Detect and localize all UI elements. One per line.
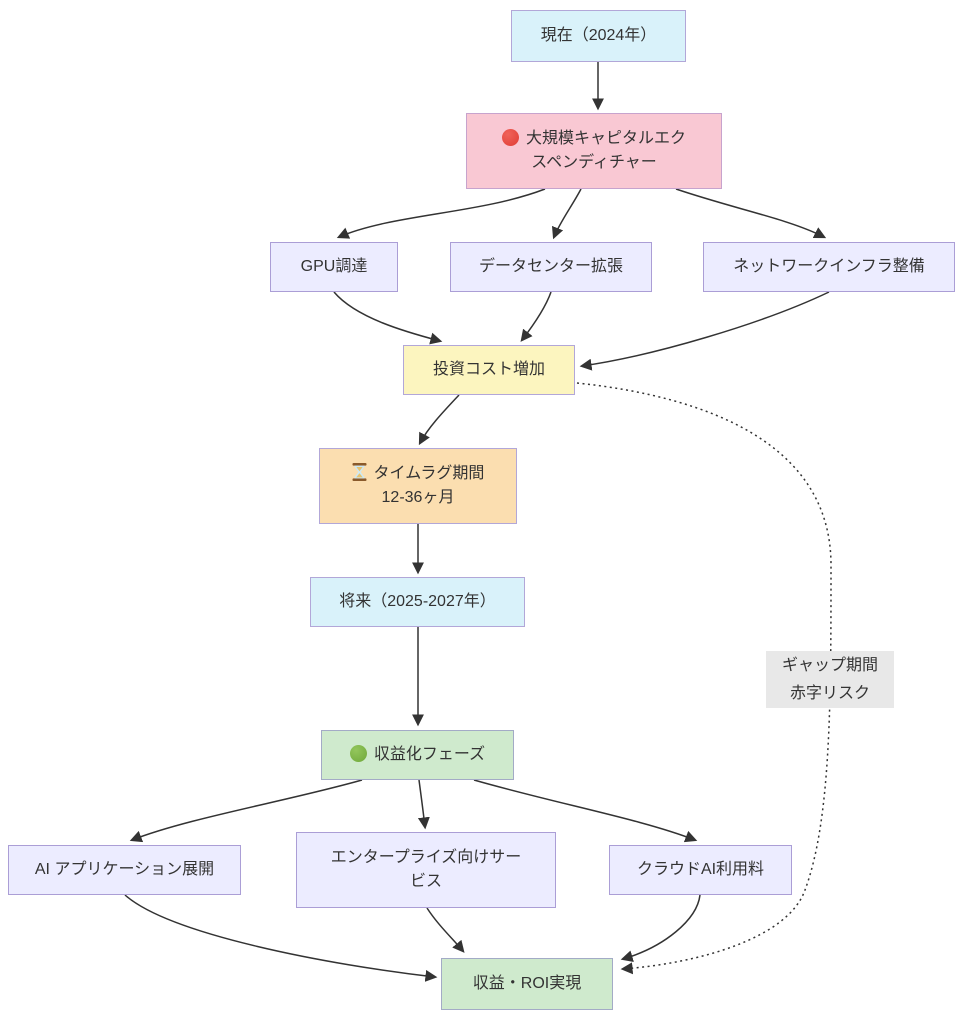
node-future-2025-2027: 将来（2025-2027年） — [310, 577, 525, 627]
node-label: 収益化フェーズ — [373, 746, 486, 763]
node-label: 現在（2024年） — [540, 27, 657, 44]
edge-capex-gpu — [336, 188, 546, 239]
hourglass-icon — [352, 463, 367, 481]
node-content: 収益化フェーズ — [349, 743, 486, 767]
edge-enterprise-roi — [426, 907, 465, 953]
node-enterprise-services: エンタープライズ向けサービス — [296, 832, 556, 908]
node-content: GPU調達 — [301, 255, 368, 279]
node-content: クラウドAI利用料 — [637, 858, 764, 882]
node-ai-applications: AI アプリケーション展開 — [8, 845, 241, 895]
node-content: タイムラグ期間 12-36ヶ月 — [352, 462, 485, 510]
edge-investment-timelag — [418, 394, 460, 446]
node-label: 大規模キャピタルエクスペンディチャー — [525, 130, 686, 171]
node-current-2024: 現在（2024年） — [511, 10, 686, 62]
node-label: 収益・ROI実現 — [472, 975, 582, 992]
red-circle-icon — [501, 129, 519, 146]
edge-datacenter-investment — [520, 291, 552, 342]
edge-monetization-aiapps — [129, 779, 363, 843]
node-roi-realization: 収益・ROI実現 — [441, 958, 613, 1010]
edge-label-gap-risk: ギャップ期間 赤字リスク — [766, 651, 894, 708]
node-content: 収益・ROI実現 — [473, 972, 581, 996]
node-investment-cost: 投資コスト増加 — [403, 345, 575, 395]
node-content: 大規模キャピタルエクスペンディチャー — [499, 127, 689, 175]
node-content: 投資コスト増加 — [433, 358, 545, 382]
node-label: ネットワークインフラ整備 — [733, 258, 925, 275]
node-content: AI アプリケーション展開 — [35, 858, 214, 882]
node-content: 将来（2025-2027年） — [339, 590, 496, 614]
node-cloud-ai-fees: クラウドAI利用料 — [609, 845, 792, 895]
node-content: データセンター拡張 — [479, 255, 623, 279]
edge-cloud-roi — [620, 894, 701, 963]
node-label: エンタープライズ向けサービス — [330, 849, 522, 890]
node-timelag: タイムラグ期間 12-36ヶ月 — [319, 448, 517, 524]
edge-aiapps-roi — [124, 894, 438, 982]
edge-capex-network — [675, 188, 827, 239]
node-content: ネットワークインフラ整備 — [733, 255, 925, 279]
node-label: クラウドAI利用料 — [636, 861, 765, 878]
node-label: AI アプリケーション展開 — [34, 861, 215, 878]
edge-capex-datacenter — [551, 188, 582, 240]
node-label: 将来（2025-2027年） — [339, 593, 496, 610]
green-circle-icon — [349, 745, 367, 762]
node-content: 現在（2024年） — [541, 24, 657, 48]
edge-network-investment — [579, 291, 830, 371]
node-monetization-phase: 収益化フェーズ — [321, 730, 514, 780]
edge-monetization-cloud — [473, 779, 698, 843]
node-label: GPU調達 — [300, 258, 368, 275]
node-gpu-procurement: GPU調達 — [270, 242, 398, 292]
node-label: タイムラグ期間 12-36ヶ月 — [373, 465, 485, 506]
node-network-infra: ネットワークインフラ整備 — [703, 242, 955, 292]
node-label: データセンター拡張 — [478, 258, 623, 275]
node-content: エンタープライズ向けサービス — [327, 846, 525, 894]
node-datacenter-expansion: データセンター拡張 — [450, 242, 652, 292]
edge-monetization-enterprise — [417, 779, 430, 830]
edge-gpu-investment — [333, 291, 443, 345]
node-label: 投資コスト増加 — [432, 361, 545, 378]
node-capex: 大規模キャピタルエクスペンディチャー — [466, 113, 722, 189]
